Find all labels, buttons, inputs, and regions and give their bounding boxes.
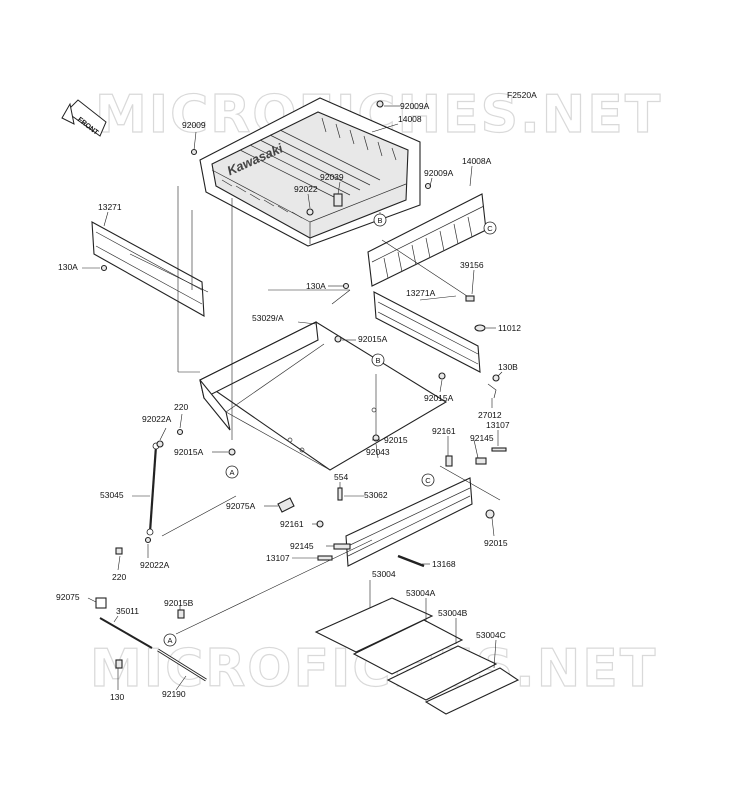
label-53045: 53045 [100, 490, 124, 500]
nut-icon [176, 428, 184, 436]
label-554: 554 [334, 472, 348, 482]
bolt-icon [115, 659, 123, 669]
spring-icon [397, 554, 425, 568]
label-13271a: 13271A [406, 288, 436, 298]
label-14008: 14008 [398, 114, 422, 124]
label-220-top: 220 [174, 402, 188, 412]
label-53004a: 53004A [406, 588, 436, 598]
label-92043: 92043 [366, 447, 390, 457]
side-rail-right [373, 291, 481, 373]
label-53062: 53062 [364, 490, 388, 500]
label-13271: 13271 [98, 202, 122, 212]
bolt-icon [342, 282, 350, 290]
bushing-icon [333, 193, 343, 207]
part-labels: 92009 92009A 14008 14008A 92009A 92039 9… [56, 101, 521, 702]
hardware-icons [100, 100, 507, 669]
label-92039: 92039 [320, 172, 344, 182]
callout-a-lower: A [167, 636, 172, 645]
label-92075: 92075 [56, 592, 80, 602]
bolt-icon [337, 487, 343, 501]
bolt-icon [190, 148, 198, 156]
nut-icon [438, 372, 446, 380]
bolt-icon [100, 264, 108, 272]
nut-icon [177, 609, 185, 619]
callout-c-lower: C [425, 476, 431, 485]
label-92015-right: 92015 [484, 538, 508, 548]
bolt-icon [475, 457, 487, 465]
callout-b-lower: B [375, 356, 380, 365]
label-92190: 92190 [162, 689, 186, 699]
label-27012: 27012 [478, 410, 502, 420]
label-leaders [82, 105, 503, 691]
label-53029a: 53029/A [252, 313, 284, 323]
label-92145-left: 92145 [290, 541, 314, 551]
label-92161-right: 92161 [432, 426, 456, 436]
nut-icon [485, 509, 495, 519]
clip-icon [465, 295, 475, 302]
label-35011: 35011 [116, 606, 139, 616]
label-92009a-top: 92009A [400, 101, 430, 111]
label-92015-mid: 92015 [384, 435, 408, 445]
label-92015b: 92015B [164, 598, 194, 608]
nut-icon [306, 208, 314, 216]
bolt-icon [424, 182, 432, 190]
label-220-bottom: 220 [112, 572, 126, 582]
label-92015a-right: 92015A [424, 393, 454, 403]
support-rod [146, 442, 160, 536]
nut-icon [334, 335, 342, 343]
label-92022a-top: 92022A [142, 414, 172, 424]
rear-gate [345, 477, 473, 567]
bolt-icon [333, 543, 351, 550]
figure-code: F2520A [507, 90, 537, 100]
label-11012: 11012 [498, 323, 521, 333]
bolt-icon [115, 547, 123, 555]
label-13168: 13168 [432, 559, 456, 569]
label-92161-left: 92161 [280, 519, 304, 529]
label-92009: 92009 [182, 120, 206, 130]
label-92009a-right: 92009A [424, 168, 454, 178]
cargo-basket: Kawasaki [199, 97, 421, 247]
label-92022: 92022 [294, 184, 318, 194]
label-13107-left: 13107 [266, 553, 290, 563]
label-92015a-mid: 92015A [358, 334, 388, 344]
callout-markers: A A B B C C [163, 213, 497, 647]
nut-icon [372, 434, 380, 442]
label-92022a-bottom: 92022A [140, 560, 170, 570]
label-92075a: 92075A [226, 501, 256, 511]
label-92145-right: 92145 [470, 433, 494, 443]
side-rail-left [91, 221, 205, 317]
cargo-bed [198, 321, 448, 471]
label-14008a: 14008A [462, 156, 492, 166]
bolt-icon [445, 455, 453, 467]
hinge-icon [487, 383, 497, 399]
label-13107-right: 13107 [486, 420, 510, 430]
callout-c-upper: C [487, 224, 493, 233]
label-53004: 53004 [372, 569, 396, 579]
pin-icon [317, 555, 333, 561]
cap-icon [474, 324, 486, 332]
label-130: 130 [110, 692, 124, 702]
pin-icon [491, 447, 507, 452]
label-130b: 130B [498, 362, 518, 372]
guide-lines [129, 186, 501, 635]
callout-b-upper: B [377, 216, 382, 225]
nut-icon [228, 448, 236, 456]
nut-icon [156, 440, 164, 448]
bumper-icon [277, 497, 295, 513]
label-39156: 39156 [460, 260, 484, 270]
label-92015a-left: 92015A [174, 447, 204, 457]
callout-a-upper: A [229, 468, 234, 477]
nut-icon [144, 536, 152, 544]
bolt-icon [492, 374, 500, 382]
label-130a-left: 130A [58, 262, 78, 272]
floor-mats [314, 597, 520, 715]
bolt-icon [376, 100, 384, 108]
label-53004b: 53004B [438, 608, 468, 618]
label-130a-mid: 130A [306, 281, 326, 291]
latch-assembly [95, 597, 207, 682]
label-53004c: 53004C [476, 630, 506, 640]
